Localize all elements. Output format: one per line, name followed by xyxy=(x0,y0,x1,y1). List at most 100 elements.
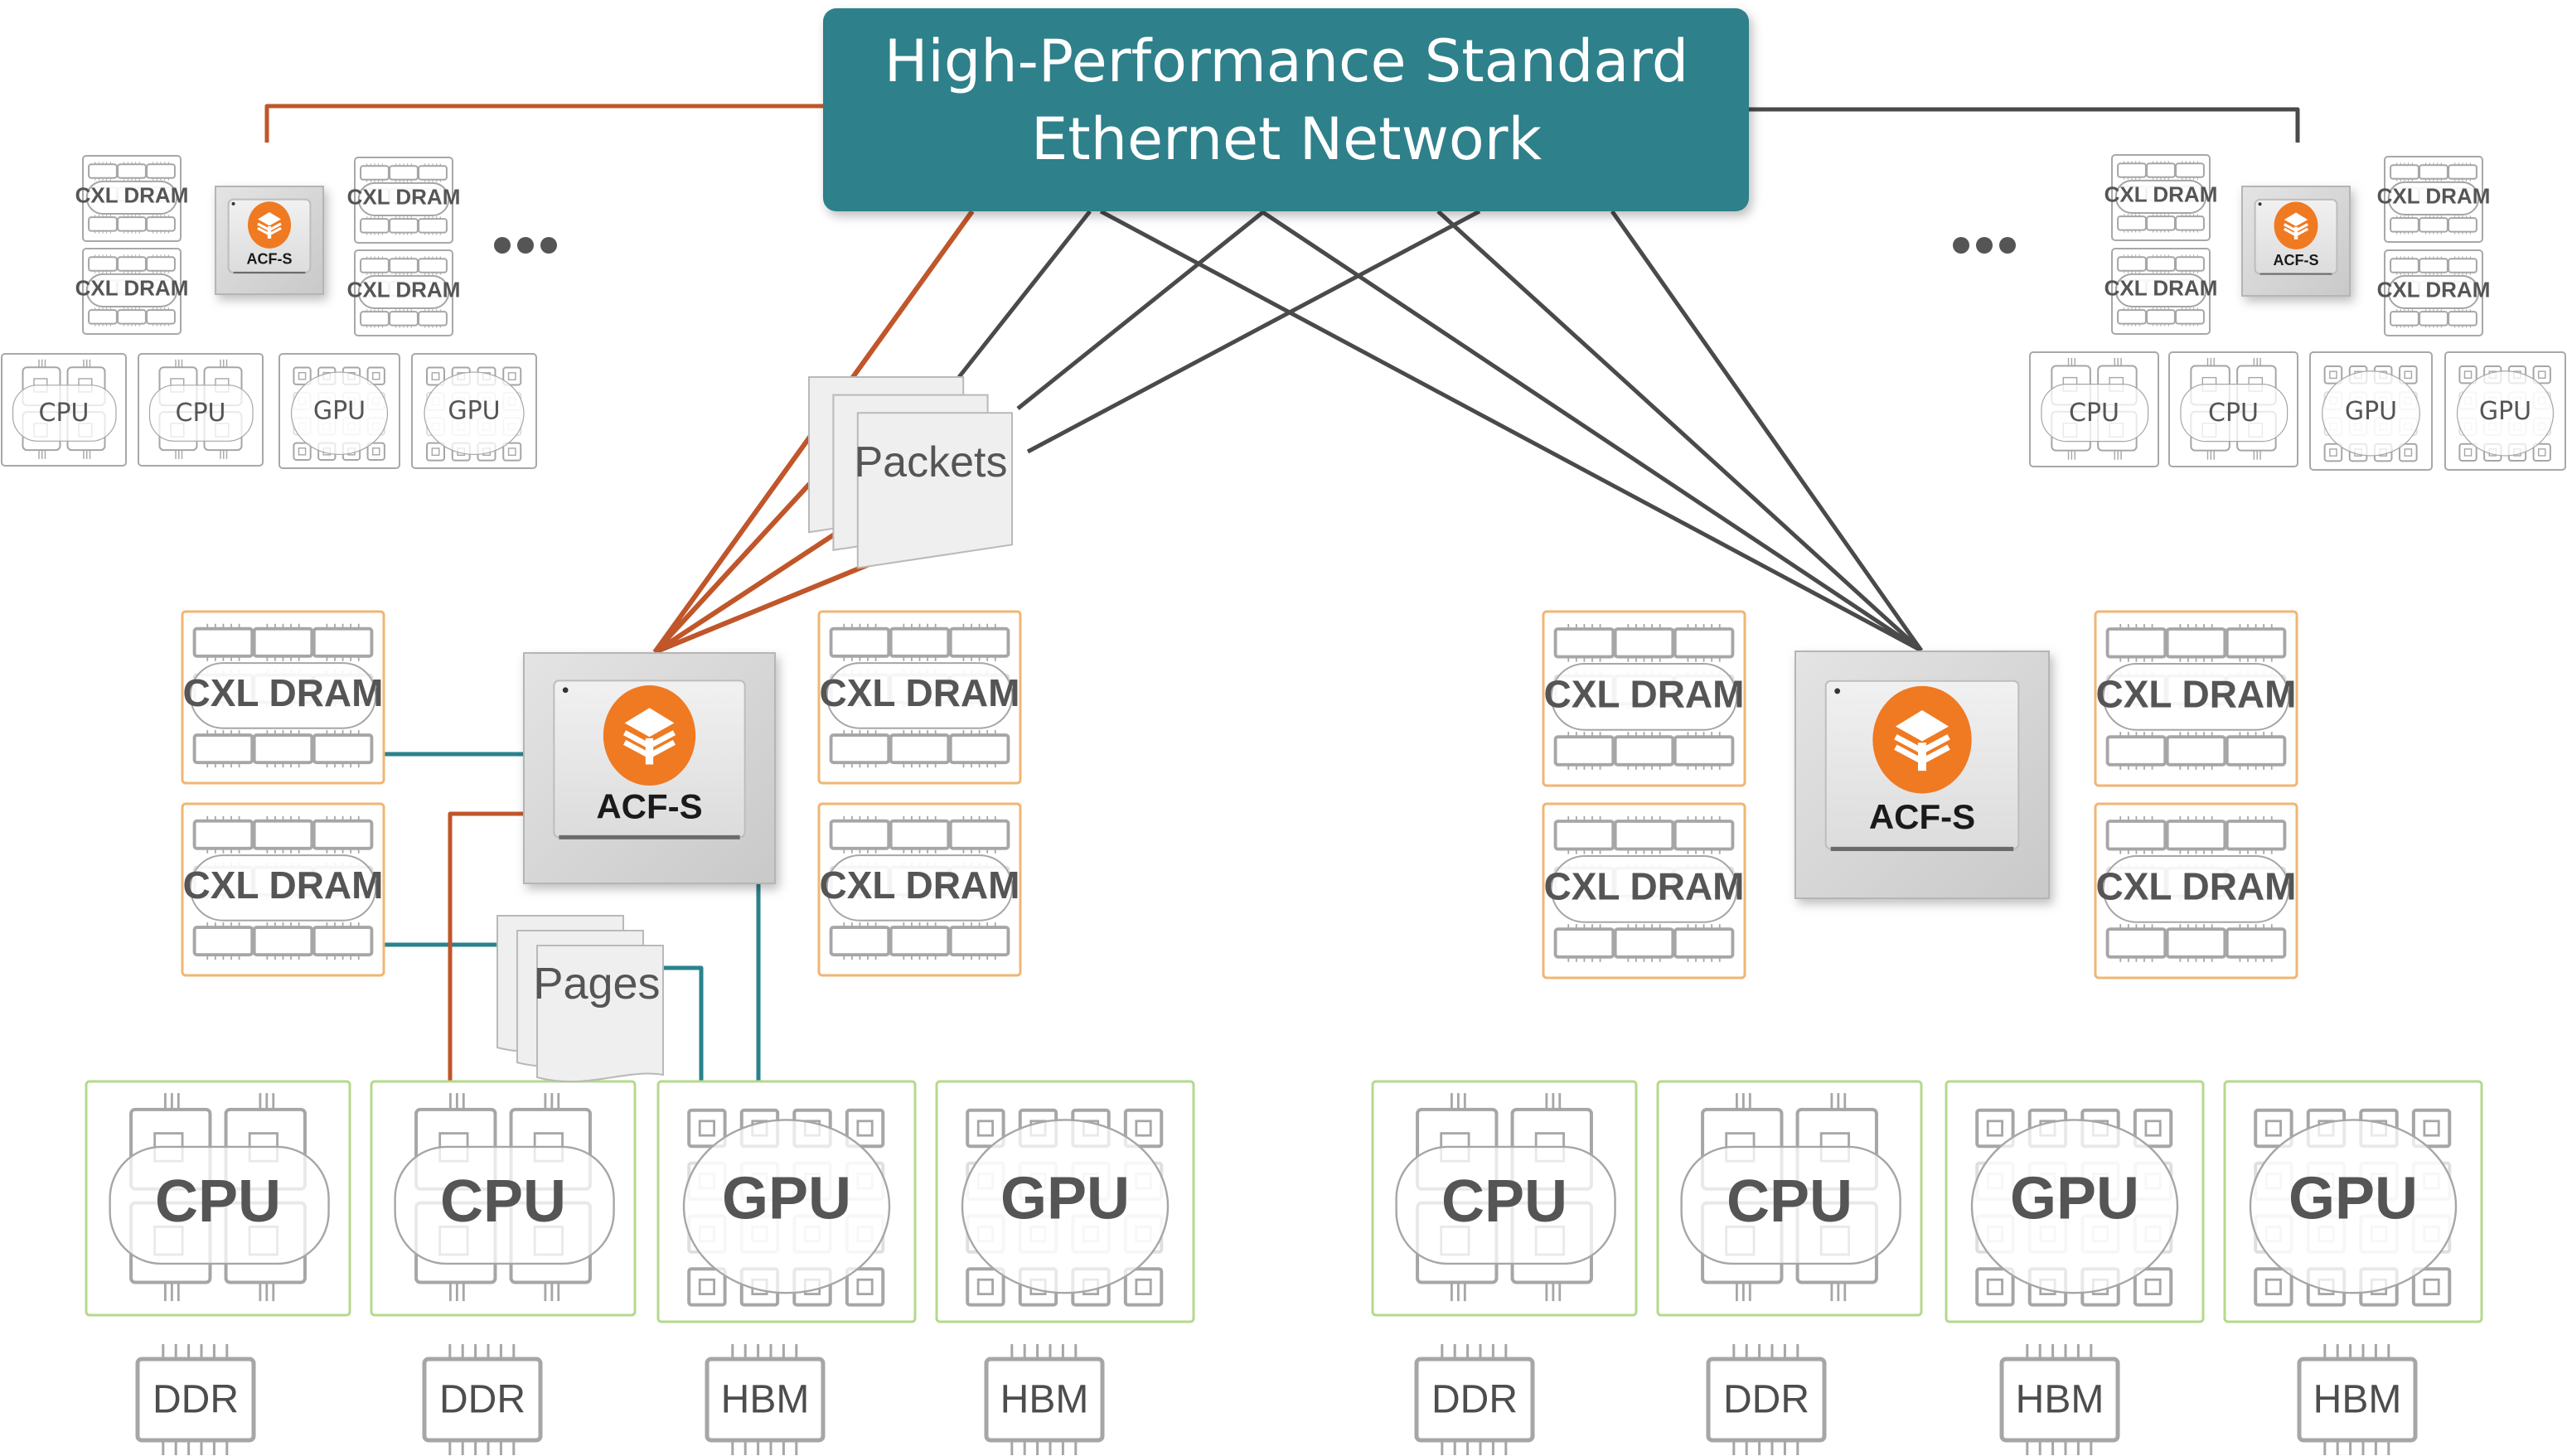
dram-chip-body xyxy=(1673,927,1735,959)
ellipsis-dot xyxy=(517,237,534,254)
gpu-card: GPU xyxy=(656,1080,917,1323)
acf-s-pin1-dot xyxy=(562,687,569,694)
pages-stack-label: Pages xyxy=(533,959,660,1009)
cxl-dram-label-pill xyxy=(2102,855,2290,923)
gpu-core-inner xyxy=(856,1278,874,1295)
dram-chip-icon xyxy=(829,730,891,768)
gpu-core-body xyxy=(2532,443,2551,462)
cxl-dram-label: CXL DRAM xyxy=(75,183,189,208)
cpu-label-pill xyxy=(2041,384,2149,443)
gpu-core-icon xyxy=(2323,443,2343,462)
gpu-core-body xyxy=(2323,443,2343,462)
gpu-core-icon xyxy=(2458,365,2477,385)
cpu-label: CPU xyxy=(2208,399,2259,428)
ellipsis-dot xyxy=(1976,237,1993,254)
gpu-core-icon xyxy=(2411,1108,2452,1149)
gpu-core-body xyxy=(293,366,312,385)
cxl-dram-label: CXL DRAM xyxy=(347,185,461,210)
gpu-core-body xyxy=(2133,1267,2173,1307)
dram-chip-icon xyxy=(2390,215,2419,235)
dram-chip-body xyxy=(252,926,314,957)
uplink-top-right xyxy=(1745,107,2300,143)
memory-chip: HBM xyxy=(984,1344,1105,1455)
dram-chip-body xyxy=(360,165,390,181)
gpu-core-inner xyxy=(507,447,516,457)
dram-chip-body xyxy=(117,216,147,232)
memory-chip: DDR xyxy=(135,1344,256,1455)
memory-chip-body xyxy=(422,1357,543,1443)
gpu-core-body xyxy=(2458,365,2477,385)
dram-chip-body xyxy=(2105,927,2167,959)
cpu-label-pill xyxy=(109,1145,330,1265)
cpu-label-pill xyxy=(148,385,254,442)
dram-chip-icon xyxy=(1613,732,1675,770)
dram-chip-body xyxy=(2225,627,2287,659)
memory-chip-body xyxy=(1999,1357,2120,1443)
cxl-dram-module: CXL DRAM xyxy=(2094,802,2298,980)
acf-s-switch: ACF-S xyxy=(215,186,324,295)
dram-chip-body xyxy=(146,256,176,272)
dram-chip-icon xyxy=(360,216,390,235)
ellipsis-dot xyxy=(1953,237,1969,254)
gpu-core-body xyxy=(687,1267,727,1307)
gpu-core-body xyxy=(2133,1108,2173,1149)
acf-s-switch: ACF-S xyxy=(1794,651,2050,899)
dram-chip-body xyxy=(252,733,314,765)
dram-chip-icon xyxy=(1553,924,1615,962)
memory-chip-body xyxy=(1414,1357,1535,1443)
acf-logo-layer xyxy=(2284,212,2308,227)
dram-chip-icon xyxy=(2146,214,2176,233)
dram-chip-body xyxy=(312,626,374,658)
dram-chip-icon xyxy=(2175,161,2205,180)
dram-chip-body xyxy=(2175,162,2205,178)
gpu-core-icon xyxy=(1123,1267,1164,1307)
dram-chip-body xyxy=(829,926,891,957)
gpu-core-inner xyxy=(2329,448,2337,457)
uplink-top-left xyxy=(264,104,829,143)
gpu-core-body xyxy=(966,1108,1005,1149)
memory-chip: HBM xyxy=(1999,1344,2120,1455)
dram-chip-icon xyxy=(2225,732,2287,770)
dram-chip-body xyxy=(117,309,147,325)
gpu-core-icon xyxy=(687,1267,727,1307)
gpu-core-inner xyxy=(2537,370,2546,379)
cxl-dram-label-pill xyxy=(189,662,377,729)
ellipsis-left xyxy=(494,237,557,254)
dram-chip-icon xyxy=(146,307,176,327)
cpu-label-pill xyxy=(12,385,117,442)
gpu-core-inner xyxy=(2404,370,2413,380)
dram-chip-body xyxy=(88,163,118,179)
dram-chip-icon xyxy=(117,215,147,234)
dram-chip-icon xyxy=(389,256,419,275)
gpu-core-body xyxy=(845,1108,885,1149)
memory-chip: HBM xyxy=(2297,1344,2418,1455)
gpu-core-icon xyxy=(2458,443,2477,462)
cxl-dram-label: CXL DRAM xyxy=(2377,278,2491,302)
gpu-label: GPU xyxy=(2289,1165,2418,1231)
gpu-core-inner xyxy=(298,371,307,380)
cpu-card: CPU xyxy=(370,1080,637,1317)
dram-chip-icon xyxy=(2448,162,2477,181)
cxl-dram-module: CXL DRAM xyxy=(2377,156,2490,243)
gpu-core-body xyxy=(2323,365,2343,385)
dram-chip-icon xyxy=(192,623,254,661)
memory-label: HBM xyxy=(2313,1378,2402,1422)
pages-stack: Pages xyxy=(496,915,664,1083)
dram-chip-icon xyxy=(829,922,891,960)
gpu-label: GPU xyxy=(2345,397,2397,426)
dram-chip-icon xyxy=(1553,732,1615,770)
cpu-label-pill xyxy=(394,1145,615,1265)
network-title-line1: High-Performance Standard xyxy=(884,27,1688,95)
dram-chip-body xyxy=(2390,258,2419,273)
memory-chip: DDR xyxy=(422,1344,543,1455)
dram-chip-icon xyxy=(2225,924,2287,962)
dram-chip-icon xyxy=(360,256,390,275)
dram-chip-body xyxy=(2225,820,2287,851)
dram-chip-body xyxy=(1613,927,1675,959)
gpu-core-icon xyxy=(366,442,385,461)
gpu-card: GPU xyxy=(2444,351,2566,471)
gpu-core-icon xyxy=(2399,443,2418,462)
